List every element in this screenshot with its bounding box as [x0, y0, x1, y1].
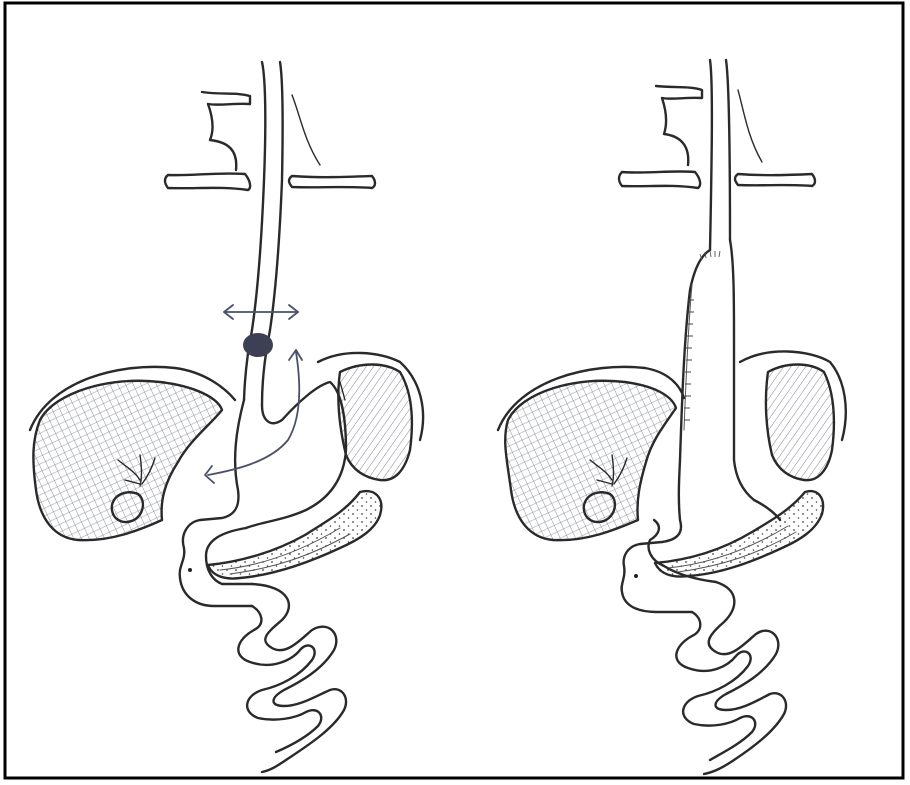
- neck-outline-icon: [202, 92, 250, 170]
- neck-line-icon: [738, 90, 762, 162]
- small-bowel-inner: [704, 582, 786, 774]
- right-clavicle-icon: [289, 176, 375, 188]
- papilla-dot: [634, 574, 638, 578]
- double-arrow-icon: [224, 305, 298, 319]
- left-clavicle-icon: [619, 171, 700, 188]
- curved-arrow-icon: [205, 350, 302, 483]
- tumor-icon: [243, 333, 273, 357]
- small-bowel-outer: [238, 606, 321, 752]
- liver-icon: [30, 367, 235, 540]
- small-bowel-outer: [676, 612, 755, 760]
- panel-after: [498, 60, 846, 774]
- panel-before: [30, 62, 423, 772]
- esophagus-right-wall: [726, 60, 730, 240]
- spleen-icon: [318, 353, 423, 480]
- duodenum-outer: [622, 544, 692, 612]
- neck-line-icon: [292, 95, 320, 165]
- neck-outline-icon: [656, 86, 702, 165]
- pancreas-icon: [208, 491, 381, 578]
- spleen-icon: [740, 351, 846, 480]
- esophagus-left-wall: [710, 60, 712, 250]
- liver-icon: [498, 367, 684, 540]
- left-clavicle-icon: [165, 173, 250, 190]
- right-clavicle-icon: [735, 174, 815, 186]
- small-bowel-inner: [252, 584, 346, 772]
- papilla-dot: [188, 568, 192, 572]
